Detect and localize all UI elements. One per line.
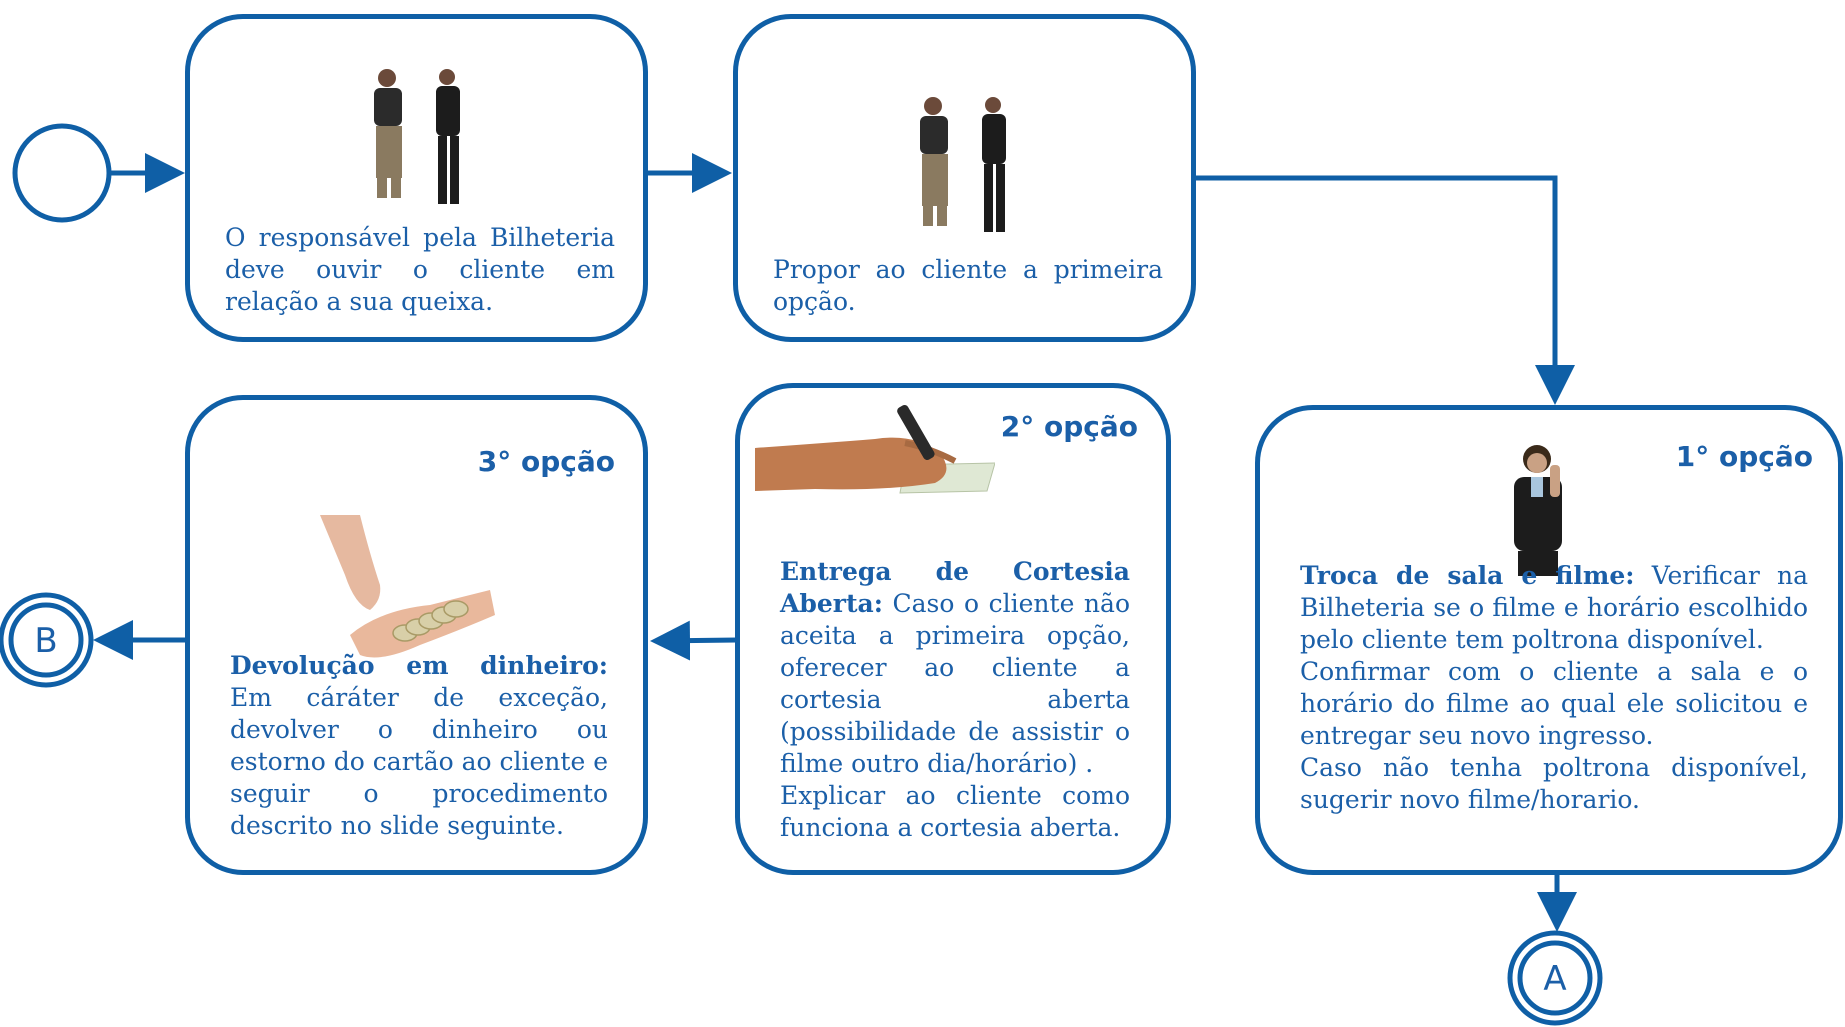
option-3-paragraph-1: Devolução em dinheiro: Em cáráter de exc… [230, 650, 608, 842]
option-3-title: Devolução em dinheiro: [230, 651, 608, 680]
option-1-text: Troca de sala e filme: Verificar na Bilh… [1300, 560, 1808, 816]
connector-a: A [1507, 930, 1603, 1026]
option-2-label: 2° opção [1000, 410, 1138, 443]
two-people-talking-image [374, 69, 460, 204]
option-1-title: Troca de sala e filme: [1300, 561, 1635, 590]
step-listen-box: O responsável pela Bilheteria deve ouvir… [185, 14, 648, 342]
option-2-box: 2° opção Entrega de Cortesia Aberta: Cas… [735, 383, 1171, 875]
option-3-label: 3° opção [477, 445, 615, 478]
hands-with-coins-image [320, 515, 495, 658]
option-3-description: Em cáráter de exceção, devolver o dinhei… [230, 683, 608, 840]
option-3-box: 3° opção Devolução em dinheiro: Em cárát… [185, 395, 648, 875]
step-propose-text: Propor ao cliente a primeira opção. [773, 255, 1163, 316]
option-2-paragraph-2: Explicar ao cliente como funciona a cort… [780, 781, 1130, 842]
option-1-paragraph-2: Confirmar com o cliente a sala e o horár… [1300, 657, 1808, 750]
attendant-on-phone-image [1514, 445, 1562, 576]
option-2-text: Entrega de Cortesia Aberta: Caso o clien… [780, 556, 1130, 844]
option-2-description: Caso o cliente não aceita a primeira opç… [780, 589, 1130, 778]
start-circle [12, 123, 112, 223]
two-people-talking-image [920, 97, 1006, 232]
option-1-paragraph-1: Troca de sala e filme: Verificar na Bilh… [1300, 560, 1808, 656]
option-2-title: Entrega de Cortesia Aberta: [780, 557, 1130, 618]
option-2-paragraph-1: Entrega de Cortesia Aberta: Caso o clien… [780, 556, 1130, 780]
connector-a-label: A [1543, 959, 1566, 999]
option-3-text: Devolução em dinheiro: Em cáráter de exc… [230, 650, 608, 842]
step-listen-text: O responsável pela Bilheteria deve ouvir… [225, 223, 615, 316]
option-1-box: 1° opção Troca de sala e filme: Verifica… [1255, 405, 1843, 875]
connector-b: B [0, 592, 94, 688]
step-propose-box: Propor ao cliente a primeira opção. [733, 14, 1196, 342]
option-1-description: Verificar na Bilheteria se o filme e hor… [1300, 561, 1809, 654]
option-1-label: 1° opção [1675, 440, 1813, 473]
arrow-propose-to-option-1 [1192, 175, 1575, 405]
hand-writing-image [755, 404, 995, 494]
connector-b-label: B [34, 621, 57, 661]
arrow-option-2-to-option-3 [650, 620, 738, 661]
option-1-paragraph-3: Caso não tenha poltrona disponível, suge… [1300, 753, 1808, 814]
